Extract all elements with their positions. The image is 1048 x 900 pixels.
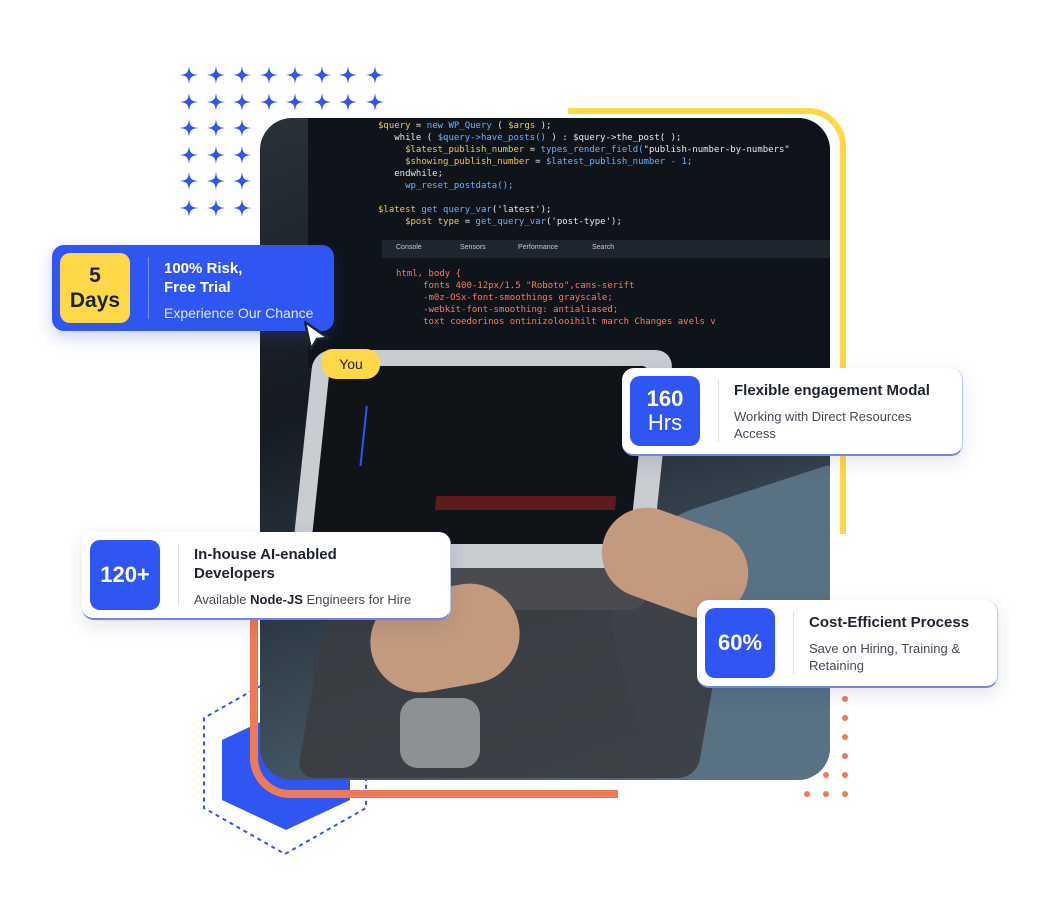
dot-decoration [842, 791, 848, 797]
star-icon [233, 172, 251, 190]
dot-decoration [823, 791, 829, 797]
cost-card[interactable]: 60% Cost-Efficient Process Save on Hirin… [697, 600, 998, 688]
star-icon [233, 92, 251, 111]
trial-days-unit: Days [69, 289, 121, 312]
free-trial-card[interactable]: 5 Days 100% Risk, Free Trial Experience … [52, 245, 334, 331]
star-icon [180, 172, 198, 190]
developers-subtitle: Available Node-JS Engineers for Hire [194, 592, 412, 607]
developers-card[interactable]: 120+ In-house AI-enabled Developers Avai… [82, 532, 451, 620]
developers-title: In-house AI-enabled Developers [194, 546, 337, 582]
dot-decoration [842, 753, 848, 759]
star-icon [233, 119, 251, 137]
cost-badge: 60% [705, 608, 775, 678]
star-icon [259, 66, 278, 84]
engagement-divider [718, 380, 719, 442]
star-icon [206, 145, 225, 164]
code-snippet-top: $query = new WP_Query ( $args ); while (… [378, 121, 790, 227]
star-icon [233, 198, 251, 217]
star-icon [233, 66, 251, 84]
hours-badge: 160 Hrs [630, 376, 700, 446]
monitor-screen: $query = new WP_Query ( $args ); while (… [308, 118, 830, 368]
engagement-subtitle: Working with Direct Resources Access [734, 409, 912, 441]
you-cursor-tag: You [322, 349, 380, 379]
star-icon [286, 92, 304, 111]
dot-decoration [823, 772, 829, 778]
hexagon-outline-decoration [203, 670, 367, 856]
dot-decoration [842, 772, 848, 778]
dot-decoration [842, 715, 848, 721]
cursor-arrow-icon [303, 320, 330, 351]
star-icon [206, 198, 225, 217]
yellow-frame-decoration [568, 108, 846, 534]
cost-title: Cost-Efficient Process [809, 614, 970, 631]
wristwatch [400, 698, 480, 768]
star-icon [206, 66, 225, 84]
star-icon [365, 66, 384, 84]
trial-subtitle: Experience Our Chance [164, 305, 314, 321]
dot-decoration [804, 791, 810, 797]
trial-divider [148, 257, 149, 319]
star-icon [180, 66, 198, 84]
star-icon [312, 66, 331, 84]
star-icon [206, 119, 225, 137]
star-icon [365, 92, 384, 111]
star-icon [206, 172, 225, 190]
trial-days-number: 5 [89, 264, 101, 287]
dot-decoration [842, 734, 848, 740]
star-grid-decoration [180, 66, 390, 226]
star-icon [180, 198, 198, 217]
developers-divider [178, 544, 179, 606]
star-icon [259, 92, 278, 111]
orange-frame-decoration [250, 560, 618, 798]
laptop-screen [311, 366, 648, 544]
engagement-title: Flexible engagement Modal [734, 382, 930, 399]
star-icon [180, 92, 198, 111]
cost-subtitle: Save on Hiring, Training & Retaining [809, 641, 961, 673]
star-icon [286, 66, 304, 84]
star-icon [180, 145, 198, 164]
cost-divider [793, 612, 794, 674]
dot-decoration [842, 696, 848, 702]
star-icon [339, 92, 357, 111]
star-icon [233, 145, 251, 164]
trial-title: 100% Risk, Free Trial [164, 260, 243, 296]
star-icon [312, 92, 331, 111]
star-icon [206, 92, 225, 111]
star-icon [180, 119, 198, 137]
engagement-card[interactable]: 160 Hrs Flexible engagement Modal Workin… [622, 368, 963, 456]
developers-badge: 120+ [90, 540, 160, 610]
trial-days-badge: 5 Days [60, 253, 130, 323]
star-icon [339, 66, 357, 84]
code-snippet-css: html, body { fonts 400-12px/1.5 "Roboto"… [396, 269, 716, 327]
